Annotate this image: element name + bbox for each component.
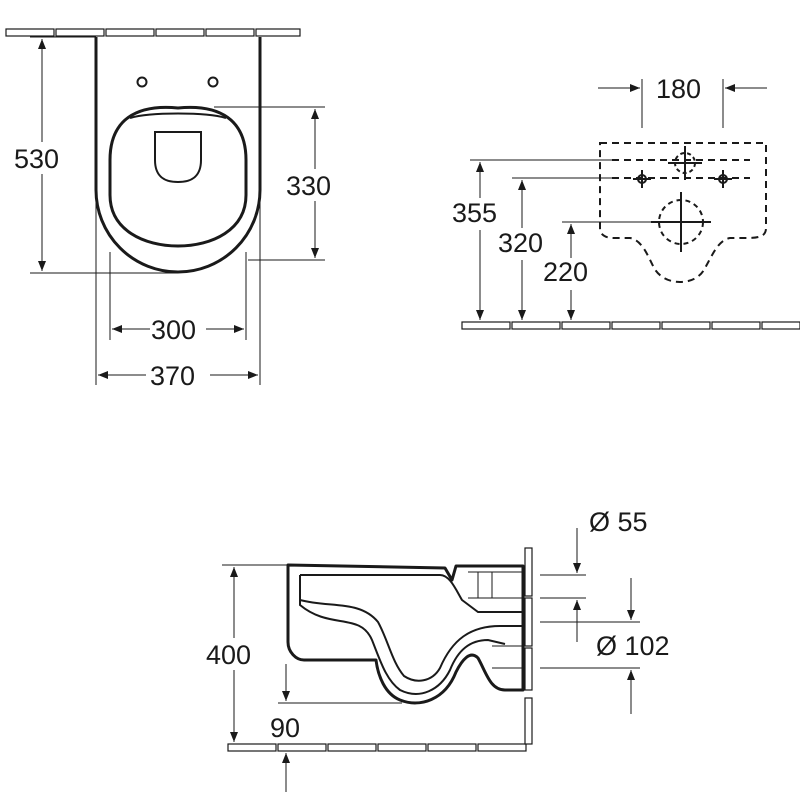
mounting-hole-left — [136, 76, 148, 88]
dim-opening-330: 330 — [286, 171, 331, 201]
rear-view-floor — [461, 321, 800, 330]
inlet-center-mark — [668, 146, 702, 180]
dim-total-height-400: 400 — [206, 640, 251, 670]
dim-inner-width-300: 300 — [151, 315, 196, 345]
bolt-hole-right — [714, 170, 732, 188]
seat-opening — [108, 105, 248, 248]
dim-height-220: 220 — [543, 257, 588, 287]
bowl-body-outline — [286, 563, 525, 705]
rear-view: 180 355 320 220 — [450, 74, 800, 330]
outlet-center-mark — [615, 192, 711, 252]
side-view-floor — [227, 743, 527, 752]
dim-height-355: 355 — [452, 198, 497, 228]
dim-outlet-diameter: Ø 102 — [596, 631, 670, 661]
rear-outline — [599, 142, 767, 284]
water-outlet — [154, 131, 202, 184]
side-view: Ø 55 Ø 102 400 90 — [204, 507, 670, 792]
dim-outlet-offset-90: 90 — [270, 713, 300, 743]
dim-bolt-spacing-180: 180 — [656, 74, 701, 104]
bowl-interior — [299, 575, 506, 695]
trap-passage — [299, 599, 523, 682]
dim-height-320: 320 — [498, 228, 543, 258]
mounting-hole-right — [207, 76, 219, 88]
seat-inner-rim — [129, 112, 227, 119]
top-view-wall — [5, 28, 301, 37]
dim-outer-width-370: 370 — [150, 361, 195, 391]
dim-length-530: 530 — [14, 144, 59, 174]
dim-inlet-diameter: Ø 55 — [589, 507, 648, 537]
bowl-outline — [94, 37, 262, 274]
rim-channel — [300, 574, 523, 613]
side-view-wall — [524, 547, 533, 745]
bolt-hole-left — [633, 170, 651, 188]
top-view: 530 330 300 370 — [5, 28, 342, 391]
